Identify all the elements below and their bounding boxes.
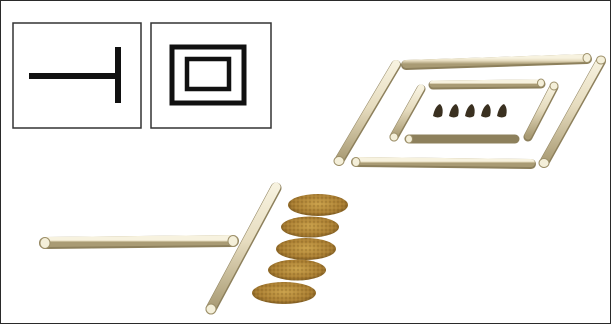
one-symbol-panel (13, 23, 141, 128)
stick (40, 236, 238, 249)
seed (481, 104, 491, 118)
stick (352, 158, 531, 167)
cake (252, 282, 316, 304)
stick (406, 135, 516, 143)
stick (390, 88, 421, 141)
cake (268, 260, 326, 281)
stick (406, 54, 591, 66)
seed (449, 104, 459, 118)
seed (497, 104, 507, 118)
stick (334, 64, 396, 166)
box-symbol-panel (151, 23, 271, 128)
stick-square-arrangement (334, 54, 606, 168)
stick (539, 56, 606, 168)
crossed-sticks-arrangement (40, 187, 348, 314)
cake (276, 238, 336, 260)
seed-row (433, 104, 507, 118)
cake (281, 217, 339, 238)
stick (433, 79, 545, 87)
cake (288, 194, 348, 216)
seed (465, 104, 475, 118)
seed (433, 104, 443, 118)
stick (528, 82, 558, 137)
